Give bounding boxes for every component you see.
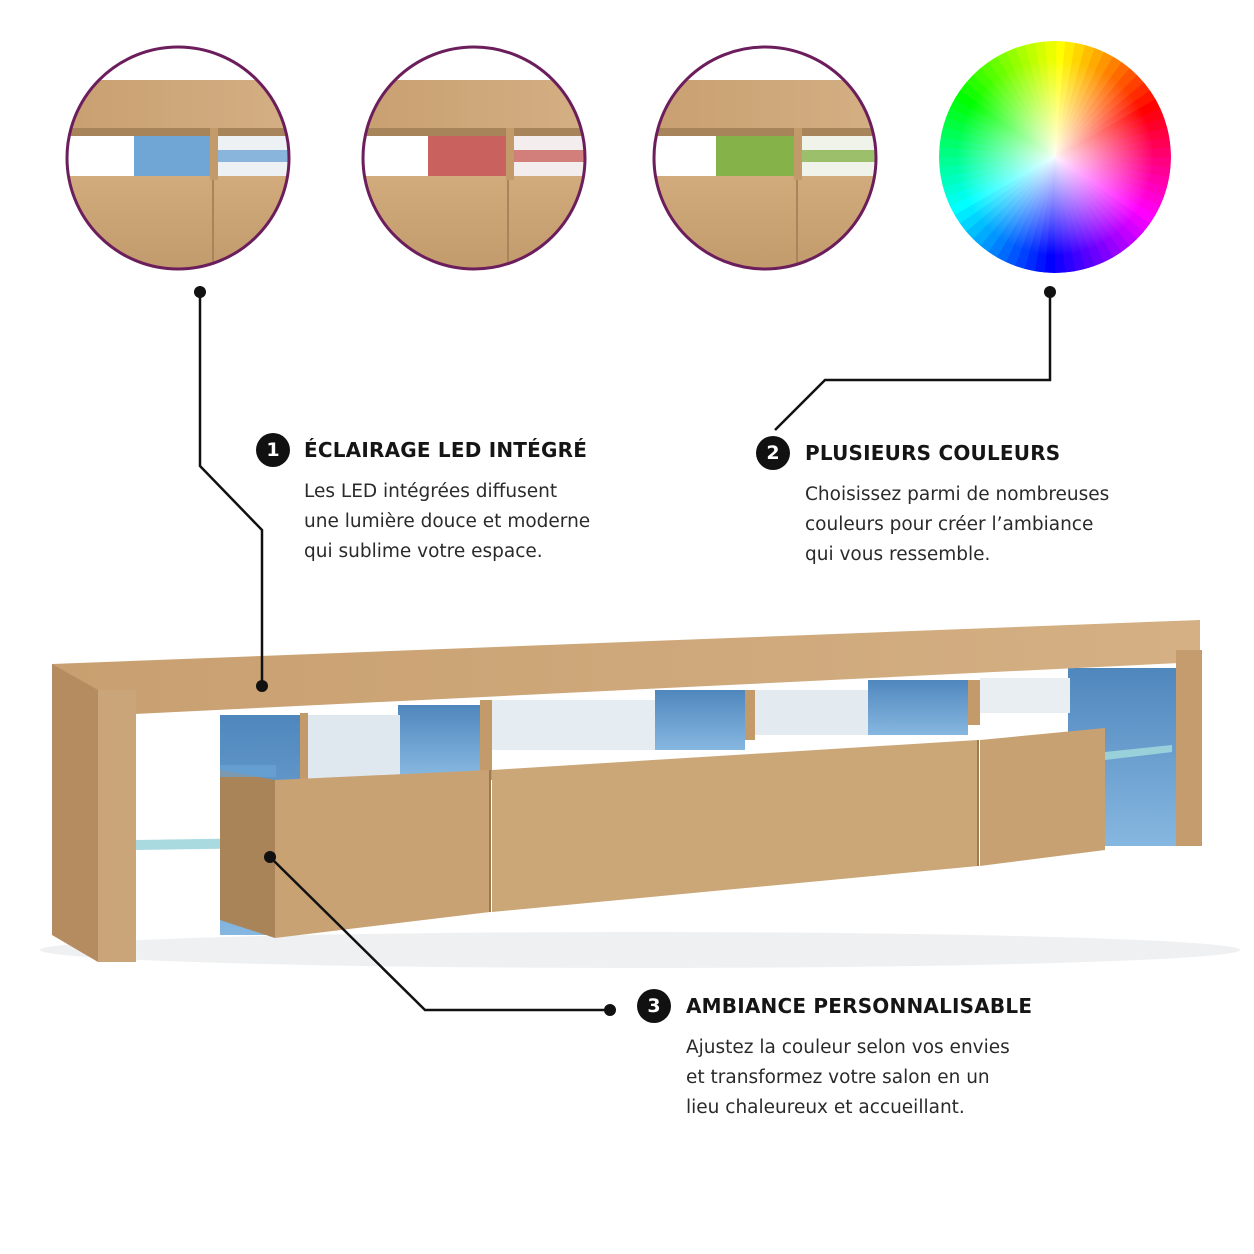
feature-description-line: qui sublime votre espace.	[304, 541, 543, 562]
feature-description-line: Ajustez la couleur selon vos envies	[686, 1037, 1010, 1058]
tv-stand	[40, 620, 1240, 968]
feature-description-line: couleurs pour créer l’ambiance	[805, 514, 1094, 535]
feature-number-badge: 1	[256, 433, 290, 467]
feature-description: Ajustez la couleur selon vos envies et t…	[686, 1033, 1016, 1123]
zoom-circle-blue	[65, 45, 291, 271]
color-wheel-icon	[939, 41, 1171, 273]
callout-lines	[198, 292, 1052, 1012]
feature-description-line: Les LED intégrées diffusent	[304, 481, 558, 502]
feature-title: ÉCLAIRAGE LED INTÉGRÉ	[304, 438, 588, 462]
zoom-circle-red	[361, 45, 587, 271]
feature-description: Les LED intégrées diffusent une lumière …	[304, 477, 634, 567]
feature-description-line: qui vous ressemble.	[805, 544, 991, 565]
feature-number-badge: 2	[756, 436, 790, 470]
feature-description: Choisissez parmi de nombreuses couleurs …	[805, 480, 1135, 570]
feature-description-line: lieu chaleureux et accueillant.	[686, 1097, 965, 1118]
feature-description-line: et transformez votre salon en un	[686, 1067, 990, 1088]
zoom-circle-green	[652, 45, 878, 271]
feature-number-badge: 3	[637, 989, 671, 1023]
feature-title: PLUSIEURS COULEURS	[805, 441, 1061, 465]
feature-title: AMBIANCE PERSONNALISABLE	[686, 994, 1033, 1018]
feature-description-line: une lumière douce et moderne	[304, 511, 591, 532]
feature-description-line: Choisissez parmi de nombreuses	[805, 484, 1110, 505]
callout-dots	[194, 286, 1056, 1016]
